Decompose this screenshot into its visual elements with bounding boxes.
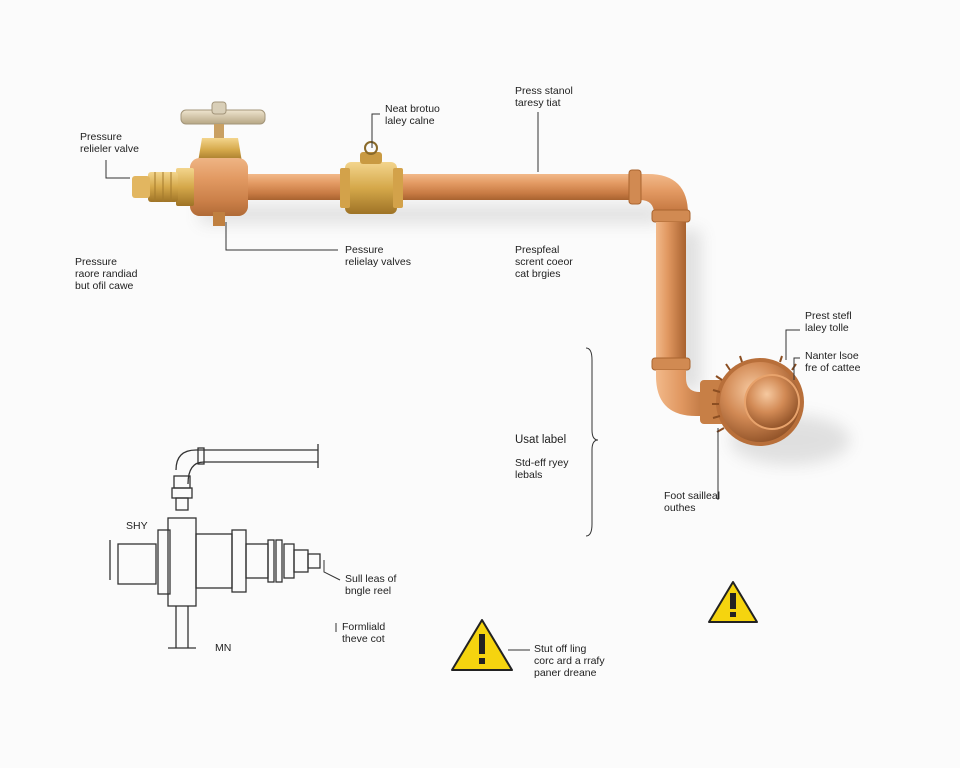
label-line: raore randiad [75, 268, 138, 280]
label-prest-stefl: Prest stefl laley tolle [805, 310, 852, 334]
label-line: taresy tiat [515, 97, 561, 109]
label-line: outhes [664, 502, 696, 514]
label-usat: Usat label [515, 434, 566, 447]
label-stdcoff: Std-eff ryey lebals [515, 457, 569, 481]
label-shy: SHY [126, 520, 148, 532]
label-line: laley tolle [805, 322, 849, 334]
label-pressure-relief-valve: Pressure relieler valve [80, 131, 139, 155]
label-line: Prest stefl [805, 310, 852, 322]
label-line: bngle reel [345, 585, 392, 597]
leader-lines [105, 112, 800, 651]
outlet-cap-fitting [700, 355, 804, 446]
valve-schematic [109, 444, 321, 649]
label-line: SHY [126, 520, 148, 532]
label-line: theve cot [342, 633, 385, 645]
label-line: Pessure [345, 244, 384, 256]
label-line: Neat brotuo [385, 103, 440, 115]
label-nanter-lsoe: Nanter lsoe fre of cattee [805, 350, 860, 374]
label-line: Formliald [342, 621, 386, 633]
label-press-stanol: Press stanol taresy tiat [515, 85, 573, 109]
copper-pipe-run [240, 169, 720, 416]
label-shut-off: Stut off ling corc ard a rrafy paner dre… [534, 643, 605, 679]
label-line: Sull leas of [345, 573, 397, 585]
label-line: fre of cattee [805, 362, 861, 374]
label-line: Press stanol [515, 85, 573, 97]
label-foot-sailleal: Foot sailleal outhes [664, 490, 720, 514]
label-prespfeal: Prespfeal scrent coeor cat brgies [515, 244, 573, 280]
label-line: Pressure [75, 256, 118, 268]
label-line: MN [215, 642, 232, 654]
label-line: laley calne [385, 115, 435, 127]
label-line: relieler valve [80, 143, 139, 155]
label-line: cat brgies [515, 268, 561, 280]
label-line: but ofil cawe [75, 280, 134, 292]
label-line: Usat label [515, 434, 567, 446]
label-line: paner dreane [534, 667, 597, 679]
label-line: Foot sailleal [664, 490, 721, 502]
label-line: Std-eff ryey [515, 457, 569, 469]
label-line: relielay valves [345, 256, 411, 268]
label-pressure-mid: Pessure relielay valves [345, 244, 411, 268]
label-line: Stut off ling [534, 643, 587, 655]
label-line: Pressure [80, 131, 123, 143]
label-sull-leas: Sull leas of bngle reel [345, 573, 396, 597]
label-line: corc ard a rrafy [534, 655, 605, 667]
warning-triangle-icon [451, 619, 513, 671]
pressure-relief-valve [132, 101, 266, 226]
brass-coupling [340, 141, 403, 214]
label-line: scrent coeor [515, 256, 573, 268]
label-line: Nanter lsoe [805, 350, 859, 362]
label-line: lebals [515, 469, 543, 481]
label-next-proto: Neat brotuo laley calne [385, 103, 440, 127]
label-mn: MN [215, 642, 231, 654]
label-line: Prespfeal [515, 244, 560, 256]
warning-triangle-icon [708, 581, 758, 623]
label-left-note: Pressure raore randiad but ofil cawe [75, 256, 137, 292]
label-formliald: Formliald theve cot [342, 621, 385, 645]
